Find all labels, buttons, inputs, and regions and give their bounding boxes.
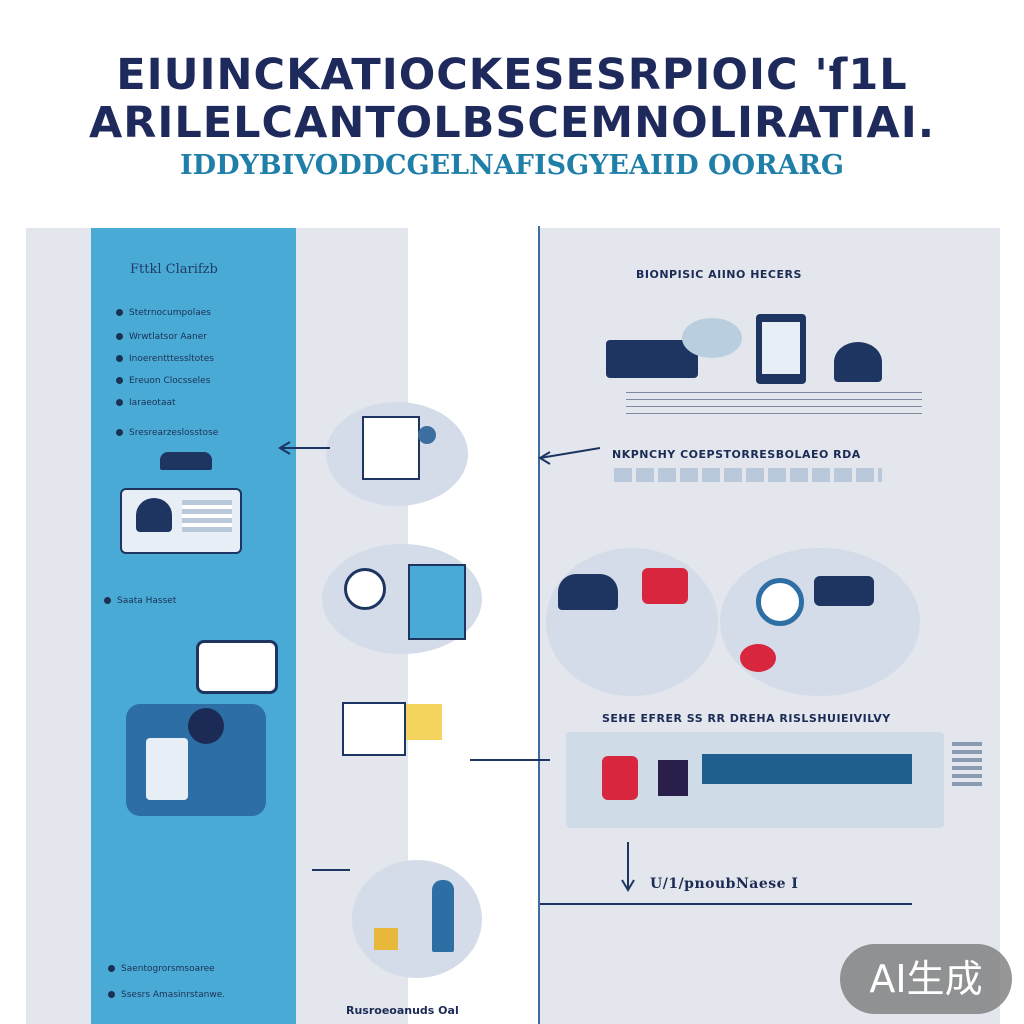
right-heading-1: BIONPISIC AIINO HECERS	[636, 268, 802, 281]
patient-card-icon	[146, 738, 188, 800]
bullet-icon	[116, 309, 123, 316]
desk-illustration	[160, 452, 212, 470]
staff-scene-circle	[352, 860, 482, 978]
monitor-red-icon	[602, 756, 638, 800]
arrow-head-icon	[278, 441, 291, 455]
screen-icon	[658, 760, 688, 796]
head-icon	[188, 708, 224, 744]
sidebar-item: Iaraeotaat	[116, 398, 176, 408]
side-grid-icon	[952, 742, 982, 786]
care-scene-circle-right	[720, 548, 920, 696]
sidebar-item: Wrwtlatsor Aaner	[116, 332, 207, 342]
computer-screen-illustration	[120, 488, 242, 554]
title-line-2: ARILELCANTOLBSCEMNOLIRATIAI.	[88, 98, 936, 148]
sidebar-bottom-item: Ssesrs Amasinrstanwe.	[108, 990, 225, 1000]
bed-icon	[558, 574, 618, 610]
sidebar-title: Fttkl Clarifzb	[130, 262, 218, 277]
box-icon	[374, 928, 398, 950]
bullet-icon	[104, 597, 111, 604]
sidebar-item: Ereuon Clocsseles	[116, 376, 210, 386]
right-heading-2: NKPNCHY COEPSTORRESBOLAEO RDA	[612, 448, 861, 461]
device-illustration	[196, 640, 278, 694]
arrow-head-icon	[621, 879, 635, 892]
info-text-lines	[626, 390, 922, 414]
sidebar-item: Inoerentttessltotes	[116, 354, 214, 364]
folder-icon	[406, 704, 442, 740]
bullet-icon	[116, 333, 123, 340]
nurse-icon	[432, 880, 454, 952]
bullet-icon	[116, 355, 123, 362]
arrow-head-icon	[538, 451, 551, 465]
right-heading-4: U/1/pnoubNaese I	[650, 876, 799, 892]
person-icon	[136, 498, 172, 532]
machine-icon	[342, 702, 406, 756]
monitor-icon	[362, 416, 420, 480]
ai-generated-badge: AI生成	[840, 944, 1012, 1014]
equipment-scene	[334, 684, 468, 792]
monitoring-panel	[566, 732, 944, 828]
footer-caption: Rusroeoanuds Oal	[346, 1004, 459, 1017]
clinic-scene-circle	[326, 402, 468, 506]
scanner-illustration	[682, 318, 742, 358]
vehicle-icon	[814, 576, 874, 606]
alert-icon	[740, 644, 776, 672]
left-blue-column	[91, 228, 296, 1024]
sidebar-item: Stetrnocumpolaes	[116, 308, 211, 318]
tablet-icon	[408, 564, 466, 640]
center-divider-line	[538, 226, 540, 1024]
sidebar-bottom-item: Saentogrorsmsoaree	[108, 964, 215, 974]
bullet-icon	[108, 965, 115, 972]
bullet-icon	[116, 429, 123, 436]
tablet-icon	[756, 314, 806, 384]
medical-kit-icon	[642, 568, 688, 604]
chart-strip	[702, 754, 912, 784]
bullet-icon	[108, 991, 115, 998]
bullet-icon	[116, 399, 123, 406]
hardware-illustration	[606, 340, 698, 378]
target-icon	[756, 578, 804, 626]
care-scene-circle-left	[546, 548, 718, 696]
sidebar-item: Sresrearzeslosstose	[116, 428, 218, 438]
bullet-icon	[116, 377, 123, 384]
arrow-line	[539, 447, 601, 459]
subtitle: IDDYBIVODDCGELNAFISGYEAIID OORARG	[180, 150, 844, 181]
title-line-1: EIUINCKATIOCKESESRPIOIC 'ſ1L	[116, 50, 908, 100]
data-grid-icon	[182, 500, 232, 532]
sidebar-item: Saata Hasset	[104, 596, 176, 606]
face-icon	[344, 568, 386, 610]
doctor-illustration	[126, 704, 266, 816]
patient-scene-circle	[322, 544, 482, 654]
right-heading-3: SEHE EFRER SS RR DREHA RISLSHUIEIVILVY	[602, 712, 891, 725]
person-icon	[418, 426, 436, 444]
progress-segments	[614, 468, 882, 482]
dome-device-icon	[834, 342, 882, 382]
